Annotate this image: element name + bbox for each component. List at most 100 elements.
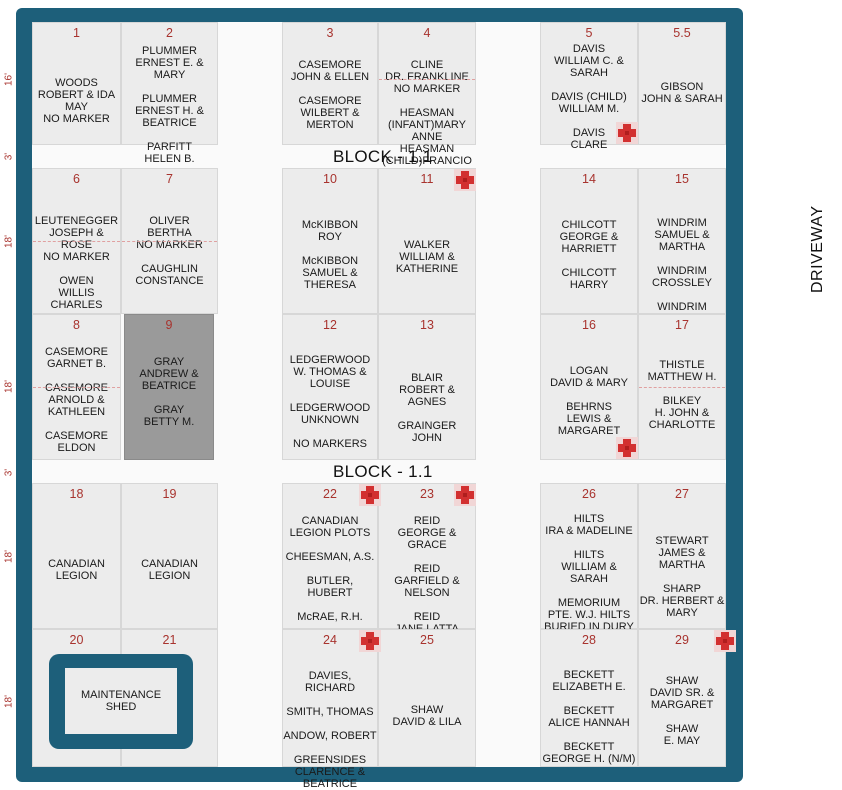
- plot-occupants: LEUTENEGGER JOSEPH & ROSE NO MARKER OWEN…: [34, 215, 119, 311]
- plot-number: 12: [323, 318, 337, 332]
- marker-flag-icon: [616, 437, 638, 459]
- plot-divider: [33, 241, 120, 242]
- plot-occupants: CANADIAN LEGION: [141, 558, 198, 582]
- plot-occupants: CANADIAN LEGION PLOTS CHEESMAN, A.S. BUT…: [285, 515, 375, 647]
- plot-number: 7: [166, 172, 173, 186]
- plot-divider: [122, 241, 217, 242]
- marker-flag-icon: [454, 484, 476, 506]
- driveway-label: DRIVEWAY: [809, 205, 826, 293]
- plot-divider: [33, 387, 120, 388]
- plot-occupants: CASEMORE GARNET B. CASEMORE ARNOLD & KAT…: [45, 346, 108, 454]
- marker-flag-icon: [359, 484, 381, 506]
- plot-number: 24: [323, 633, 337, 647]
- plot-divider: [379, 79, 475, 80]
- plot-number: 10: [323, 172, 337, 186]
- marker-flag-icon: [454, 169, 476, 191]
- plot-occupants: CASEMORE JOHN & ELLEN CASEMORE WILBERT &…: [290, 59, 370, 131]
- maintenance-shed[interactable]: MAINTENANCE SHED: [49, 654, 193, 749]
- plot-number: 8: [73, 318, 80, 332]
- plot-occupants: BECKETT ELIZABETH E. BECKETT ALICE HANNA…: [542, 669, 636, 765]
- plot-occupants: WOODS ROBERT & IDA MAY NO MARKER: [37, 77, 116, 125]
- plot-number: 21: [162, 633, 177, 647]
- maintenance-shed-label: MAINTENANCE SHED: [65, 668, 177, 734]
- plot-occupants: PLUMMER ERNEST E. & MARY PLUMMER ERNEST …: [135, 45, 204, 165]
- plot-occupants: WINDRIM SAMUEL & MARTHA WINDRIM CROSSLEY…: [652, 217, 712, 325]
- plot-occupants: LEDGERWOOD W. THOMAS & LOUISE LEDGERWOOD…: [289, 354, 371, 450]
- row-dimension: 18': [3, 549, 15, 564]
- plot-number: 27: [675, 487, 689, 501]
- plot-number: 19: [162, 487, 177, 501]
- plot-number: 28: [582, 633, 596, 647]
- plot-number: 22: [323, 487, 337, 501]
- plot-number: 5: [585, 26, 593, 40]
- plot-number: 2: [166, 26, 173, 40]
- plot-occupants: WALKER WILLIAM & KATHERINE: [395, 239, 459, 275]
- row-dimension: 18': [3, 234, 15, 249]
- path-dimension: 3': [3, 152, 15, 161]
- plot-number: 26: [582, 487, 596, 501]
- plot-number: 29: [675, 633, 689, 647]
- plot-number: 11: [420, 172, 434, 186]
- row-dimension: 18': [3, 379, 15, 394]
- plot-number: 20: [69, 633, 84, 647]
- plot-number: 5.5: [673, 26, 691, 40]
- plot-occupants: BLAIR ROBERT & AGNES GRAINGER JOHN: [397, 372, 457, 444]
- plot-number: 9: [165, 318, 173, 332]
- plot-occupants: LOGAN DAVID & MARY BEHRNS LEWIS & MARGAR…: [550, 365, 628, 437]
- plot-number: 14: [582, 172, 596, 186]
- block-label-middle: BLOCK - 1.1: [333, 462, 433, 481]
- plot-number: 3: [326, 26, 334, 40]
- plot-occupants: CANADIAN LEGION: [48, 558, 105, 582]
- row-dimension: 18': [3, 694, 15, 709]
- marker-flag-icon: [616, 122, 638, 144]
- block-label-top: BLOCK - 1.1: [333, 147, 433, 166]
- marker-flag-icon: [714, 630, 736, 652]
- plot-occupants: CHILCOTT GEORGE & HARRIETT CHILCOTT HARR…: [559, 219, 619, 291]
- plot-occupants: THISTLE MATTHEW H. BILKEY H. JOHN & CHAR…: [647, 359, 717, 431]
- plot-number: 16: [582, 318, 596, 332]
- plot-occupants: CLINE DR. FRANKLINE NO MARKER HEASMAN (I…: [382, 59, 472, 167]
- plot-occupants: McKIBBON ROY McKIBBON SAMUEL & THERESA: [301, 219, 359, 291]
- plot-number: 4: [423, 26, 431, 40]
- plot-divider: [639, 387, 725, 388]
- plot-number: 18: [69, 487, 84, 501]
- plot-occupants: GRAY ANDREW & BEATRICE GRAY BETTY M.: [139, 356, 199, 428]
- plot-occupants: DAVIS WILLIAM C. & SARAH DAVIS (CHILD) W…: [551, 43, 627, 151]
- plot-occupants: SHAW DAVID & LILA: [392, 704, 462, 728]
- plot-occupants: HILTS IRA & MADELINE HILTS WILLIAM & SAR…: [544, 513, 634, 645]
- plot-number: 13: [420, 318, 434, 332]
- row-dimension: 16': [3, 72, 15, 87]
- plot-occupants: GIBSON JOHN & SARAH: [641, 81, 723, 105]
- maintenance-shed-text: MAINTENANCE SHED: [80, 689, 162, 713]
- plot-occupants: STEWART JAMES & MARTHA SHARP DR. HERBERT…: [639, 535, 725, 619]
- path-dimension: 3': [3, 468, 15, 477]
- marker-flag-icon: [359, 630, 381, 652]
